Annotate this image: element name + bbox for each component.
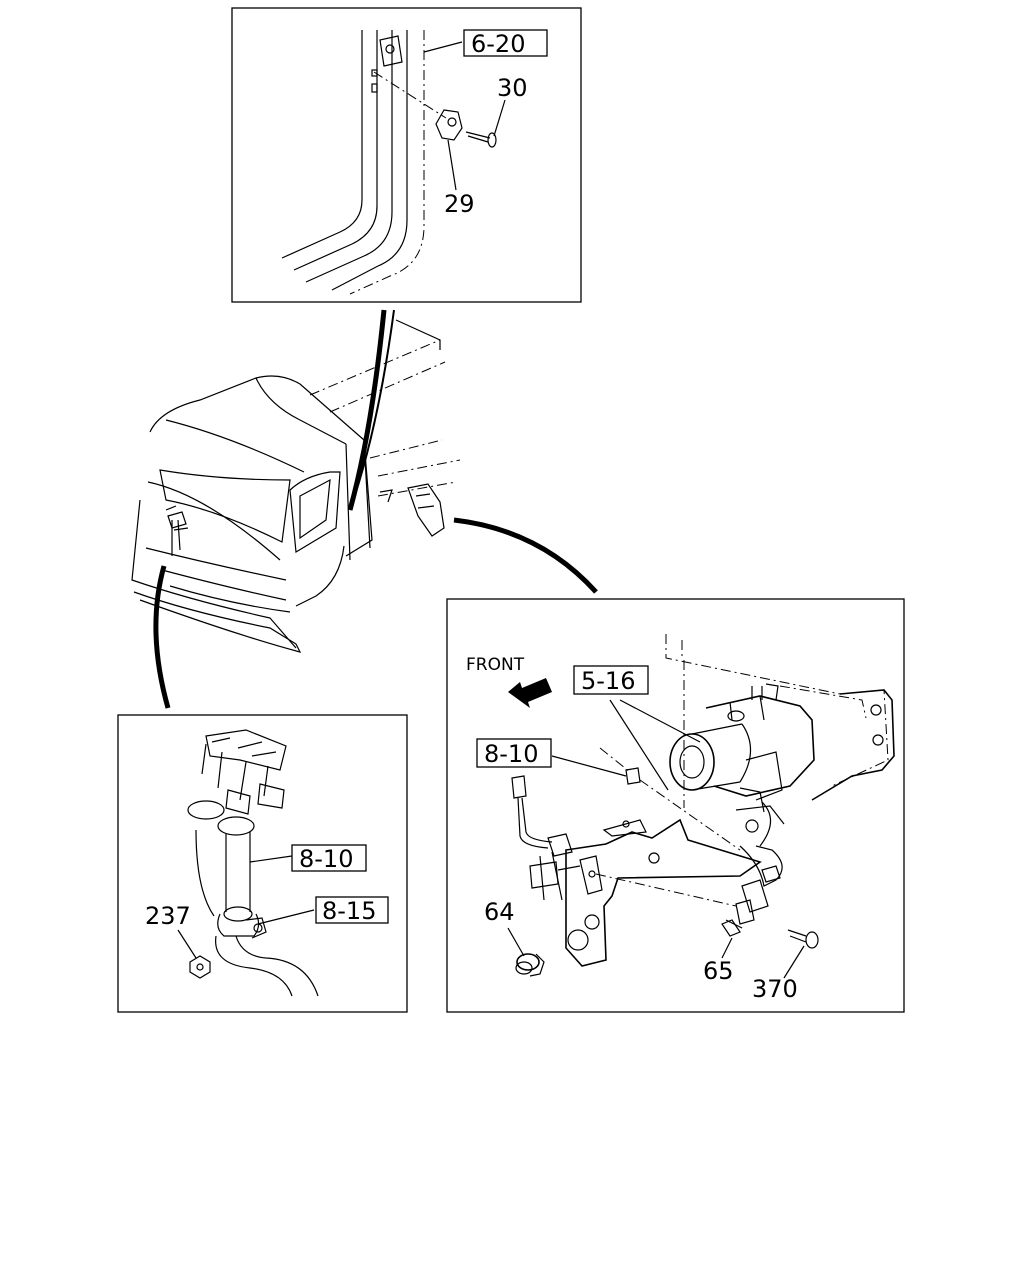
callout-ref-8-15: 8-15 [322, 897, 376, 925]
callout-part-370: 370 [752, 975, 798, 1003]
callout-ref-8-10-left: 8-10 [299, 845, 353, 873]
truck-cab-illustration [131, 309, 598, 709]
callout-ref-5-16: 5-16 [581, 667, 635, 695]
callout-ref-6-20: 6-20 [471, 30, 525, 58]
front-direction-label: FRONT [466, 655, 525, 675]
callout-ref-8-10-right: 8-10 [484, 740, 538, 768]
callout-part-64: 64 [484, 898, 515, 926]
callout-part-29: 29 [444, 190, 475, 218]
harness-grommet-panel [117, 714, 408, 1013]
callout-part-30: 30 [497, 74, 528, 102]
valve-assembly-panel [446, 598, 905, 1013]
front-arrow-icon [508, 678, 552, 708]
door-detail-panel [231, 7, 582, 303]
callout-part-65: 65 [703, 957, 734, 985]
callout-part-237: 237 [145, 902, 191, 930]
